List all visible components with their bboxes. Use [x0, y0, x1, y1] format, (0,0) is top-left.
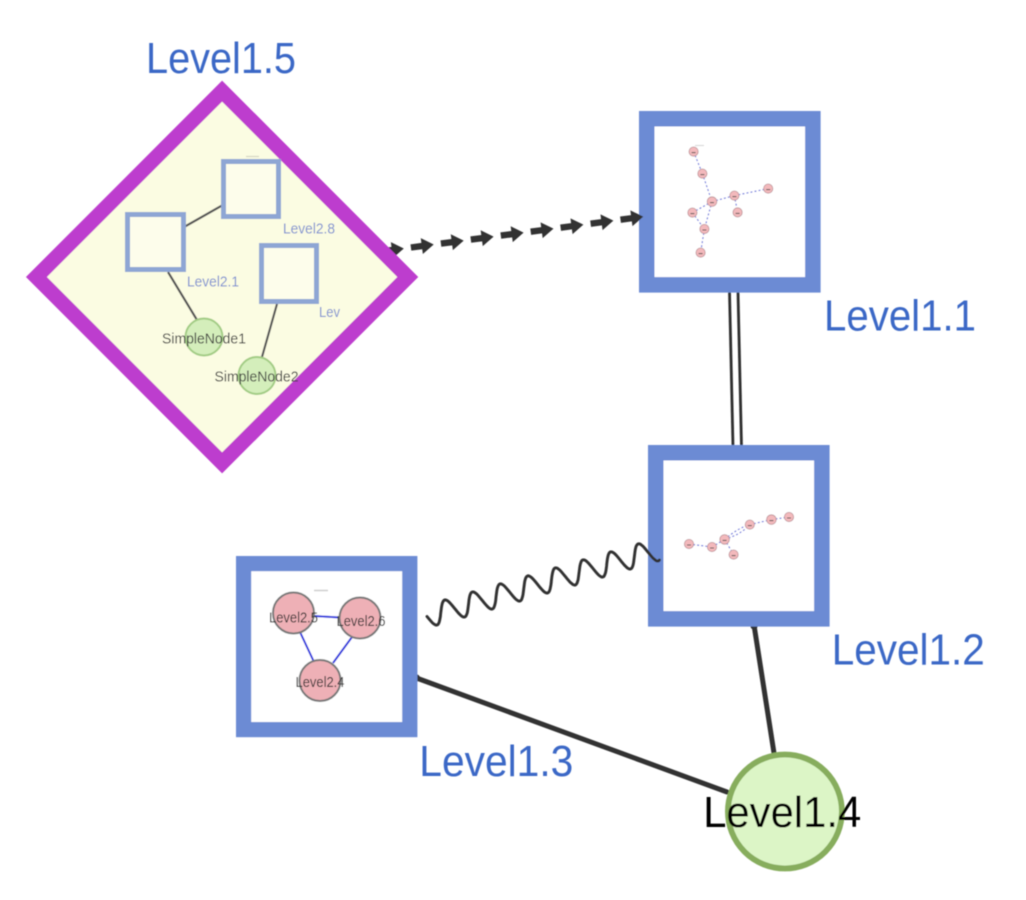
- svg-text:Level2.8: Level2.8: [283, 222, 335, 238]
- svg-text:SimpleNode1: SimpleNode1: [162, 331, 246, 348]
- svg-text:Level1.2: Level1.2: [832, 626, 985, 675]
- svg-text:Level1.1: Level1.1: [824, 292, 976, 341]
- svg-text:Level2.4: Level2.4: [296, 675, 345, 691]
- svg-text:Level2.6: Level2.6: [337, 614, 386, 630]
- svg-text:Level1.3: Level1.3: [419, 737, 573, 786]
- svg-text:Level1.4: Level1.4: [703, 788, 861, 837]
- svg-text:Lev: Lev: [319, 305, 341, 321]
- svg-text:Level1.5: Level1.5: [146, 34, 296, 83]
- svg-text:Level2.1: Level2.1: [187, 275, 239, 291]
- svg-text:Level2.5: Level2.5: [269, 611, 318, 627]
- svg-text:SimpleNode2: SimpleNode2: [215, 369, 299, 386]
